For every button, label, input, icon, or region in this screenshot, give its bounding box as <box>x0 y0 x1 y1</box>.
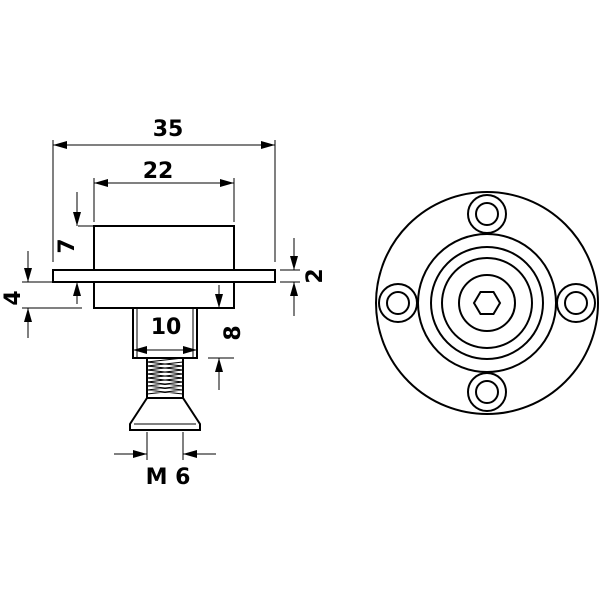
dim-shank-width: 10 <box>151 315 182 340</box>
hex-socket <box>472 291 502 315</box>
dim-lower-height: 4 <box>1 290 26 305</box>
flange-plate <box>52 269 276 283</box>
mounting-hole-left <box>378 283 418 323</box>
screw-head <box>129 397 201 431</box>
upper-body <box>93 225 235 271</box>
dim-shank-height: 8 <box>221 325 246 340</box>
dim-flange-thickness: 2 <box>303 268 328 283</box>
side-view <box>52 225 276 431</box>
mounting-hole-right <box>556 283 596 323</box>
dim-body-height: 7 <box>55 238 80 253</box>
dim-body-width: 22 <box>143 159 174 184</box>
body-ring-inner <box>441 257 533 349</box>
thread <box>146 357 184 399</box>
dim-thread: M 6 <box>146 465 191 490</box>
dimension-labels: 35 22 7 4 2 10 8 M 6 <box>1 117 328 490</box>
top-view <box>375 191 599 415</box>
dimension-lines <box>22 140 300 460</box>
body-ring-outer <box>417 233 557 373</box>
mounting-hole-bottom <box>467 372 507 412</box>
shank-circle <box>458 274 516 332</box>
mounting-hole-top <box>467 194 507 234</box>
outer-flange-circle <box>375 191 599 415</box>
body-ring-middle <box>430 246 544 360</box>
dim-overall-width: 35 <box>153 117 184 142</box>
lower-body <box>93 281 235 309</box>
